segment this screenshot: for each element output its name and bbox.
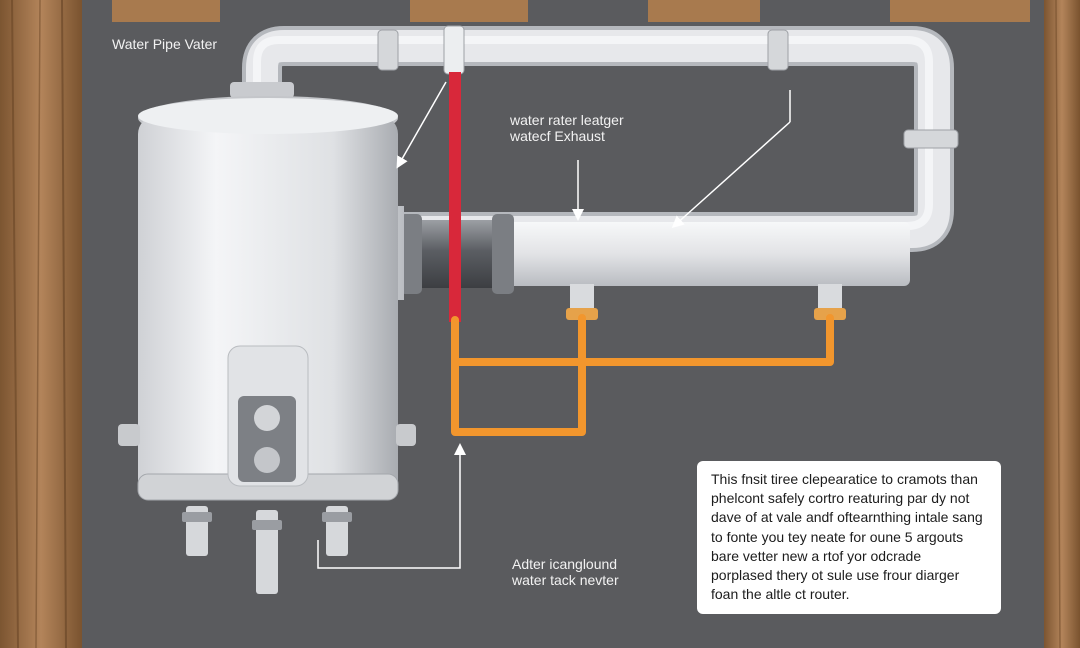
note-line: foan the altle ct router. [711, 586, 850, 603]
arrow-to-drain [317, 443, 466, 569]
right-wood-post [1044, 0, 1080, 648]
note-line: porplased thery ot sule use frour diarge… [711, 567, 960, 584]
exhaust-label-line2: watecf Exhaust [510, 128, 605, 144]
note-line: bare vetter new a rtof yor odcrade [711, 547, 922, 564]
note-line: to fonte you tey neate for oune 5 argout… [711, 528, 964, 545]
lower-main-pipe [500, 222, 910, 286]
ceiling-beam [648, 0, 760, 22]
note-line: This fnsit tiree clepearatice to cramots… [711, 471, 978, 487]
arrow-to-main-pipe [671, 121, 791, 229]
ceiling-beam [890, 0, 1030, 22]
hot-water-line [449, 72, 461, 322]
tank-label-line1: Adter icanglound [512, 556, 618, 572]
tank-label-line2: water tack nevter [512, 572, 619, 588]
pipe-network [242, 25, 959, 320]
note-line: dave of at vale andf oftearnthing intale… [711, 509, 983, 526]
arrow-to-tank [396, 81, 447, 169]
water-heater-tank [118, 82, 416, 594]
exhaust-label-line1: water rater leatger [510, 112, 624, 128]
callout-arrows [317, 81, 791, 569]
note-line: phelcont safely cortro reaturing par dy … [711, 490, 970, 507]
diagram-title: Water Pipe Vater [112, 36, 218, 52]
ceiling-beam [410, 0, 528, 22]
info-note: This fnsit tiree clepearatice to cramots… [697, 461, 1001, 614]
ceiling-beam [112, 0, 220, 22]
thermostat-panel [238, 396, 296, 482]
exhaust-label: water rater leatger watecf Exhaust [510, 112, 624, 144]
tank-label: Adter icanglound water tack nevter [512, 556, 619, 588]
drain-line [451, 314, 834, 436]
